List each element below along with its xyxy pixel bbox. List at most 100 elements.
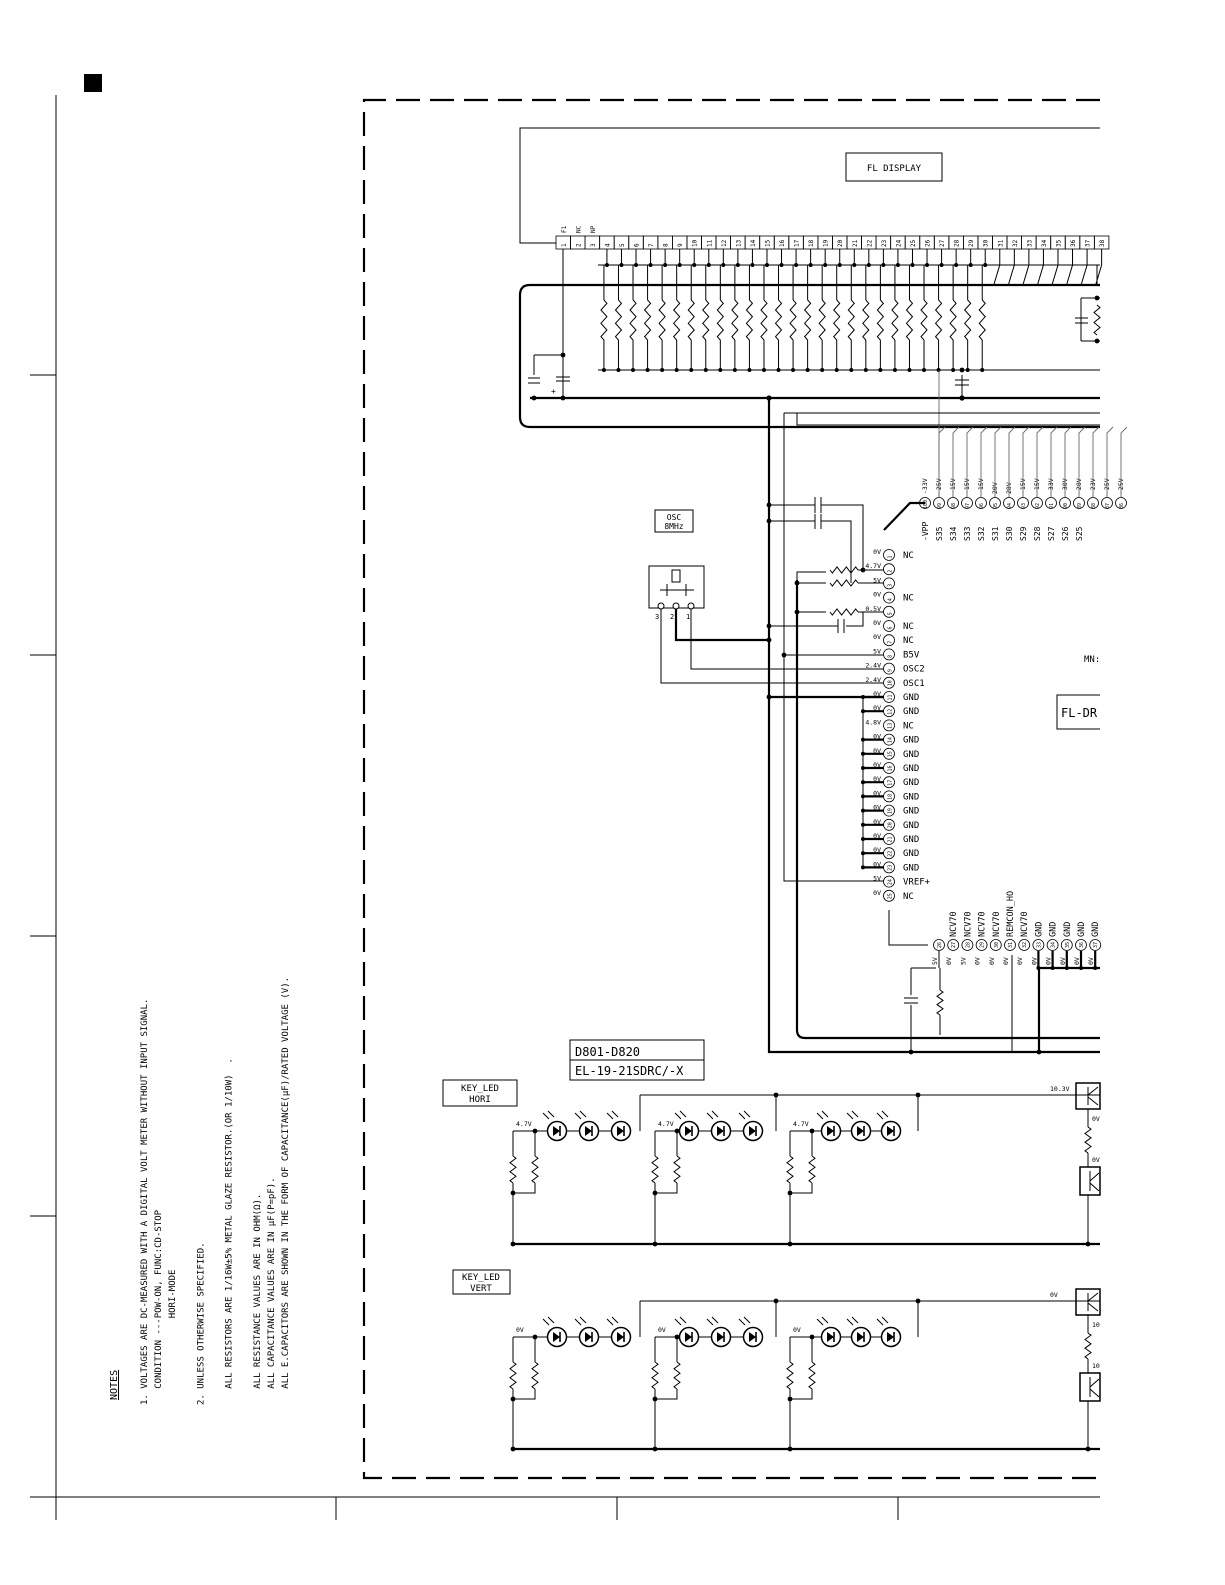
pin-voltage: 5V: [959, 957, 967, 965]
note-line: ALL CAPACITANCE VALUES ARE IN μF(P=pF).: [267, 1177, 277, 1405]
resistor: [936, 989, 944, 1016]
led-diode: [606, 1316, 632, 1348]
ic-pin: [883, 563, 895, 576]
led-voltage: 0V: [793, 1326, 801, 1334]
header-pin-number: 13: [735, 239, 742, 247]
ic-pin-name: NCV70: [1020, 911, 1030, 937]
ic-pin-name: GND: [1049, 922, 1059, 937]
ic-pin-name: S27: [1047, 526, 1056, 541]
ic-pin: [883, 591, 895, 604]
ic-pin: [1046, 939, 1059, 951]
diode-part-number: EL-19-21SDRC/-X: [575, 1064, 684, 1078]
pin-voltage: 0V: [945, 957, 953, 965]
header-pin-number: 33: [1026, 239, 1033, 247]
header-pin-number: 10: [692, 239, 699, 247]
pin-voltage: 0V: [873, 733, 881, 741]
header-pin-number: 5: [619, 243, 626, 247]
resistor: [651, 1361, 659, 1390]
header-pin-number: 9: [677, 243, 684, 247]
resistor: [847, 299, 855, 341]
ic-top-pins: -33V100-VPP-25V99S35-15V98S34-15V97S33-1…: [919, 370, 1128, 541]
ic-pin: [883, 634, 895, 647]
ic-pin-number: 91: [1049, 503, 1055, 509]
ic-pin: [1032, 939, 1045, 951]
header-pin-number: 35: [1055, 239, 1062, 247]
led-diode: [574, 1110, 600, 1142]
ic-pin-number: 13: [888, 723, 894, 729]
ic-pin-name: S29: [1019, 526, 1028, 541]
note-line: ALL RESISTORS ARE 1/16W±5% METAL GLAZE R…: [225, 1058, 235, 1405]
ic-pin: [1017, 497, 1029, 509]
ic-pin: [883, 662, 895, 675]
ic-pin-number: 99: [937, 503, 943, 509]
junction-dot: [787, 1396, 793, 1402]
led-diode: [816, 1316, 842, 1348]
ic-pin-name: S30: [1005, 526, 1014, 541]
ic-pin: [961, 939, 974, 951]
pin-voltage: 0.5V: [865, 605, 881, 613]
ic-pin-number: 100: [923, 500, 929, 509]
resistor: [774, 299, 783, 341]
resistor: [731, 299, 739, 341]
resistor: [629, 299, 637, 341]
header-top-label: NC: [575, 225, 582, 233]
header-pin-number: 32: [1012, 239, 1019, 247]
pin-voltage: 0V: [1002, 957, 1010, 965]
pin-voltage: 0V: [873, 548, 881, 556]
ic-pin: [975, 939, 988, 951]
led-diode: [846, 1316, 872, 1348]
led-voltage: 0V: [516, 1326, 524, 1334]
resistor: [891, 299, 899, 341]
resistor: [876, 299, 885, 341]
pin-voltage: 0V: [873, 747, 881, 755]
ic-pin: [883, 875, 895, 888]
ic-pin-name: GND: [903, 693, 919, 703]
osc-pin: 2: [670, 613, 674, 621]
ic-pin-number: 6: [888, 626, 894, 629]
oscillator: OSC 8MHz 3 2 1: [648, 509, 884, 684]
pin-voltage: 0V: [873, 775, 881, 783]
resistor: [702, 299, 710, 341]
header-pin-number: 11: [706, 239, 713, 247]
pin-voltage: 0V: [873, 789, 881, 797]
ic-pin-name: NC: [903, 636, 914, 646]
led-diode: [674, 1316, 700, 1348]
ic-pin: [933, 939, 945, 951]
ic-pin: [1087, 497, 1099, 509]
resistor: [1093, 304, 1101, 336]
led-diode: [846, 1110, 872, 1142]
ic-pin-number: 2: [888, 570, 894, 573]
note-line: 1. VOLTAGES ARE DC-MEASURED WITH A DIGIT…: [140, 999, 150, 1405]
ic-pin-number: 94: [1007, 503, 1013, 509]
ic-pin-number: 37: [1093, 942, 1099, 948]
fl-pull-down-resistors: [530, 249, 1103, 401]
resistor: [687, 299, 695, 341]
ic-pin-number: 24: [888, 879, 894, 885]
ic-pin-number: 30: [994, 942, 1000, 948]
pin-voltage: 0V: [873, 860, 881, 868]
transistor-voltage: 0V: [1092, 1115, 1100, 1123]
note-line: 2. UNLESS OTHERWISE SPECIFIED.: [196, 1242, 206, 1405]
junction-dot: [652, 1396, 658, 1402]
ic-pin-name: S32: [977, 526, 986, 541]
resistor: [651, 1155, 659, 1184]
ic-label-box: [1056, 694, 1100, 730]
transistor-voltage: 10: [1092, 1321, 1100, 1329]
pin-voltage: 0V: [1045, 957, 1053, 965]
pin-voltage: 2.4V: [865, 662, 881, 670]
header-pin-number: 12: [721, 239, 728, 247]
ic-label: FL-DR: [1061, 706, 1098, 720]
ic-pin-name: GND: [1091, 922, 1101, 937]
resistor: [509, 1361, 517, 1390]
junction-dot: [915, 1092, 921, 1098]
resistor: [673, 299, 681, 341]
junction-dot: [510, 1190, 516, 1196]
section-marker: [84, 74, 102, 92]
led-diode: [574, 1316, 600, 1348]
header-pin-number: 7: [648, 243, 655, 247]
ic-pin-number: 29: [980, 942, 986, 948]
note-line: CONDITION ---POW-ON, FUNC:CD-STOP: [154, 1209, 164, 1405]
resistor: [786, 1361, 794, 1390]
led-diode: [876, 1110, 902, 1142]
ic-pin-number: 23: [888, 865, 894, 871]
